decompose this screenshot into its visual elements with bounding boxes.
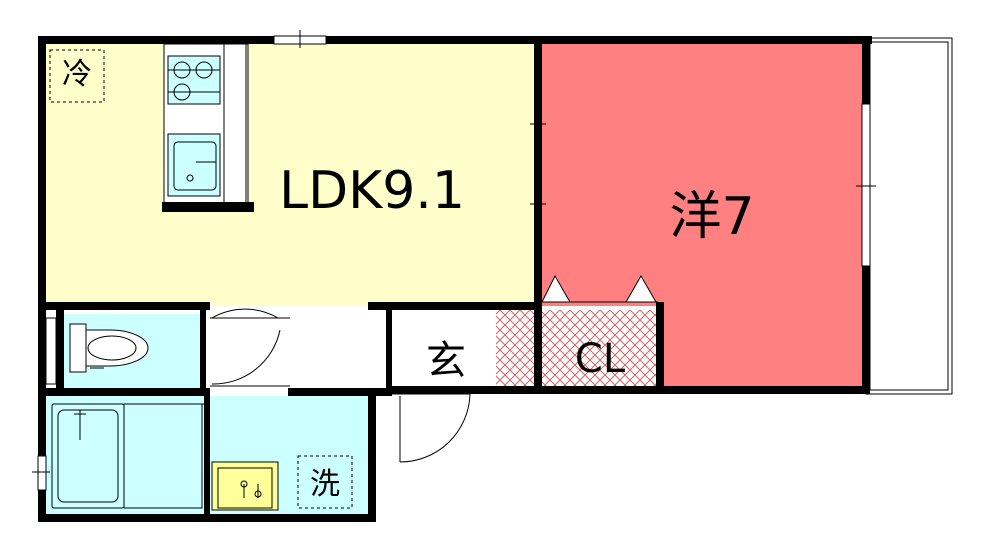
- washroom-label: 洗: [310, 467, 340, 502]
- toilet-fixture: [69, 323, 149, 373]
- entrance-label: 玄: [426, 338, 466, 384]
- hall-doors: [176, 308, 471, 463]
- entrance-hatch: [496, 310, 536, 388]
- bathtub: [51, 403, 203, 509]
- closet-hatch-right: [542, 310, 658, 388]
- windows: [32, 30, 876, 491]
- ldk-room: [44, 42, 538, 306]
- ldk-door-marks: [530, 123, 546, 205]
- kitchen-counter: [162, 43, 254, 212]
- fridge-space: 冷: [49, 49, 105, 103]
- fridge-label: 冷: [62, 57, 92, 92]
- western-room-label: 洋7: [669, 187, 754, 247]
- wash-basin: [211, 461, 279, 511]
- balcony: [865, 37, 953, 395]
- closet-door-triangles: [541, 274, 658, 303]
- washer-space: 洗: [297, 455, 353, 509]
- ldk-label: LDK9.1: [279, 161, 465, 221]
- closet-label: CL: [575, 336, 626, 382]
